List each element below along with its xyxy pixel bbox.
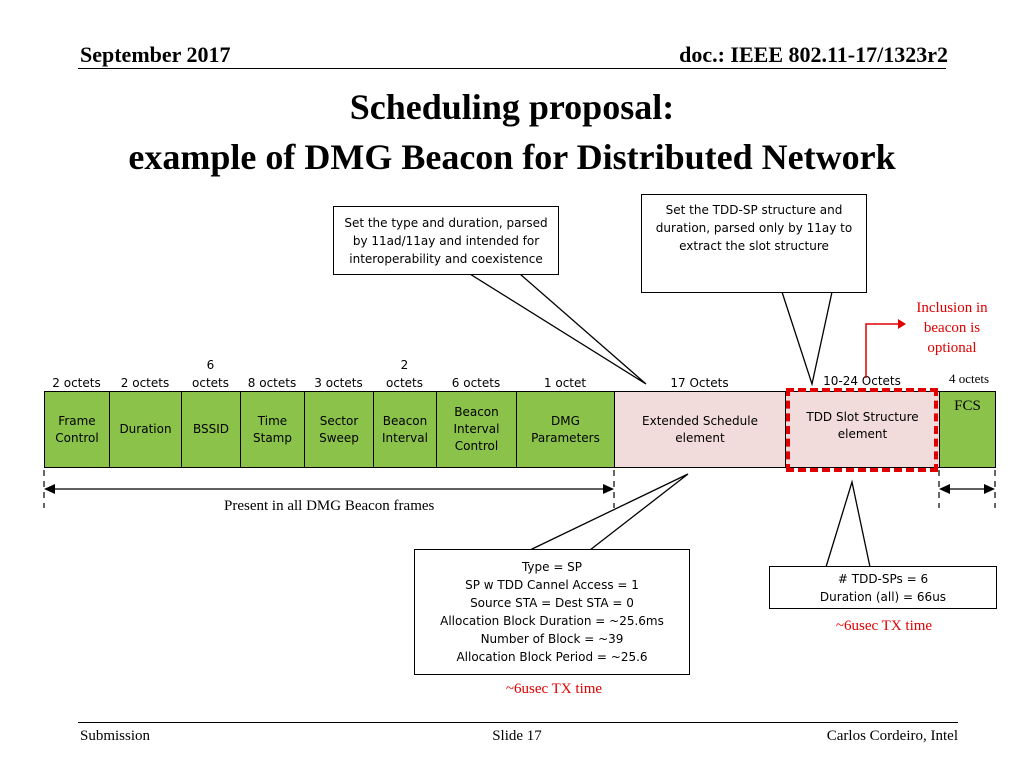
- slide-title-line-1: Scheduling proposal:: [349, 87, 675, 127]
- octets-bssid-unit: octets: [192, 376, 229, 390]
- tx-time-tdd-slot: ~6usec TX time: [835, 618, 933, 634]
- octets-frame-control: 2 octets: [52, 376, 101, 390]
- inclusion-note-line-3: optional: [927, 340, 977, 356]
- callout-es-line-3: Source STA = Dest STA = 0: [470, 596, 634, 610]
- field-bssid: BSSID: [181, 391, 241, 468]
- header-date: September 2017: [80, 42, 231, 67]
- callout-es-line-6: Allocation Block Period = ~25.6: [456, 650, 648, 664]
- field-fcs: FCS: [939, 391, 996, 468]
- field-beacon-interval: Beacon Interval: [373, 391, 437, 468]
- inclusion-arrowhead: [898, 319, 906, 329]
- callout-pointer-tdd-sp: [781, 291, 833, 387]
- callout-tdd-sp-line-2: duration, parsed only by 11ay to: [655, 221, 853, 235]
- callout-type-duration-line-3: interoperability and coexistence: [349, 251, 543, 266]
- present-span-arrow-right: [603, 484, 614, 494]
- callout-tdd-slot: # TDD-SPs = 6 Duration (all) = 66us: [769, 566, 997, 609]
- callout-tdd-sp-line-3: extract the slot structure: [679, 239, 829, 253]
- tx-time-extended-schedule: ~6usec TX time: [505, 681, 603, 697]
- field-sector-sweep: Sector Sweep: [304, 391, 374, 468]
- field-time-stamp: Time Stamp: [240, 391, 305, 468]
- callout-type-duration-line-1: Set the type and duration, parsed: [344, 215, 548, 230]
- octets-extended-schedule: 17 Octets: [670, 376, 729, 390]
- present-span-arrow-left: [44, 484, 55, 494]
- footer-submission: Submission: [80, 728, 151, 744]
- callout-tdd-sp: Set the TDD-SP structure and duration, p…: [641, 194, 867, 293]
- field-beacon-interval-control: Beacon Interval Control: [436, 391, 517, 468]
- octets-beacon-interval-control: 6 octets: [451, 376, 501, 390]
- octets-beacon-interval-number: 2: [400, 358, 409, 372]
- octets-sector-sweep: 3 octets: [314, 376, 363, 390]
- footer-author: Carlos Cordeiro, Intel: [826, 728, 958, 744]
- callout-es-line-4: Allocation Block Duration = ~25.6ms: [440, 614, 664, 628]
- octets-duration: 2 octets: [120, 376, 170, 390]
- field-tdd-slot-structure-element: TDD Slot Structure element: [785, 391, 940, 468]
- inclusion-note: Inclusion in beacon is optional: [904, 298, 1000, 358]
- octets-dmg-parameters: 1 octet: [543, 376, 587, 390]
- inclusion-note-line-1: Inclusion in: [916, 300, 988, 316]
- callout-tdd-slot-line-1: # TDD-SPs = 6: [837, 571, 929, 586]
- callout-es-line-5: Number of Block = ~39: [480, 632, 624, 646]
- callout-extended-schedule: Type = SP SP w TDD Cannel Access = 1 Sou…: [414, 549, 690, 675]
- field-frame-control: Frame Control: [44, 391, 110, 468]
- field-extended-schedule-element: Extended Schedule element: [614, 391, 786, 468]
- field-dmg-parameters: DMG Parameters: [516, 391, 615, 468]
- octets-time-stamp: 8 octets: [247, 376, 297, 390]
- callout-tdd-slot-line-2: Duration (all) = 66us: [819, 589, 947, 604]
- present-in-all-label: Present in all DMG Beacon frames: [224, 498, 435, 514]
- callout-pointer-tdd-slot: [825, 479, 871, 568]
- callout-type-duration: Set the type and duration, parsed by 11a…: [333, 206, 559, 275]
- fcs-span-arrow-right: [984, 484, 995, 494]
- footer-divider: [78, 722, 958, 723]
- callout-es-line-2: SP w TDD Cannel Access = 1: [465, 578, 639, 592]
- octets-bssid-number: 6: [206, 358, 215, 372]
- callout-type-duration-line-2: by 11ad/11ay and intended for: [352, 233, 540, 248]
- callout-es-line-1: Type = SP: [521, 560, 583, 574]
- octets-beacon-interval-unit: octets: [386, 376, 423, 390]
- slide-title-line-2: example of DMG Beacon for Distributed Ne…: [128, 137, 896, 177]
- callout-pointer-extended-schedule: [529, 473, 689, 551]
- fcs-span-arrow-left: [939, 484, 950, 494]
- field-duration: Duration: [109, 391, 182, 468]
- octets-fcs: 4 octets: [948, 371, 990, 386]
- header-doc-id: doc.: IEEE 802.11-17/1323r2: [679, 42, 948, 67]
- optional-element-highlight: [786, 388, 938, 472]
- footer-slide-number: Slide 17: [492, 728, 542, 744]
- callout-pointer-type-duration: [467, 273, 647, 385]
- octets-tdd-slot-structure: 10-24 Octets: [823, 374, 901, 388]
- callout-tdd-sp-line-1: Set the TDD-SP structure and: [665, 203, 843, 217]
- inclusion-arrow: [865, 323, 898, 378]
- inclusion-note-line-2: beacon is: [923, 320, 981, 336]
- header-divider: [78, 68, 946, 69]
